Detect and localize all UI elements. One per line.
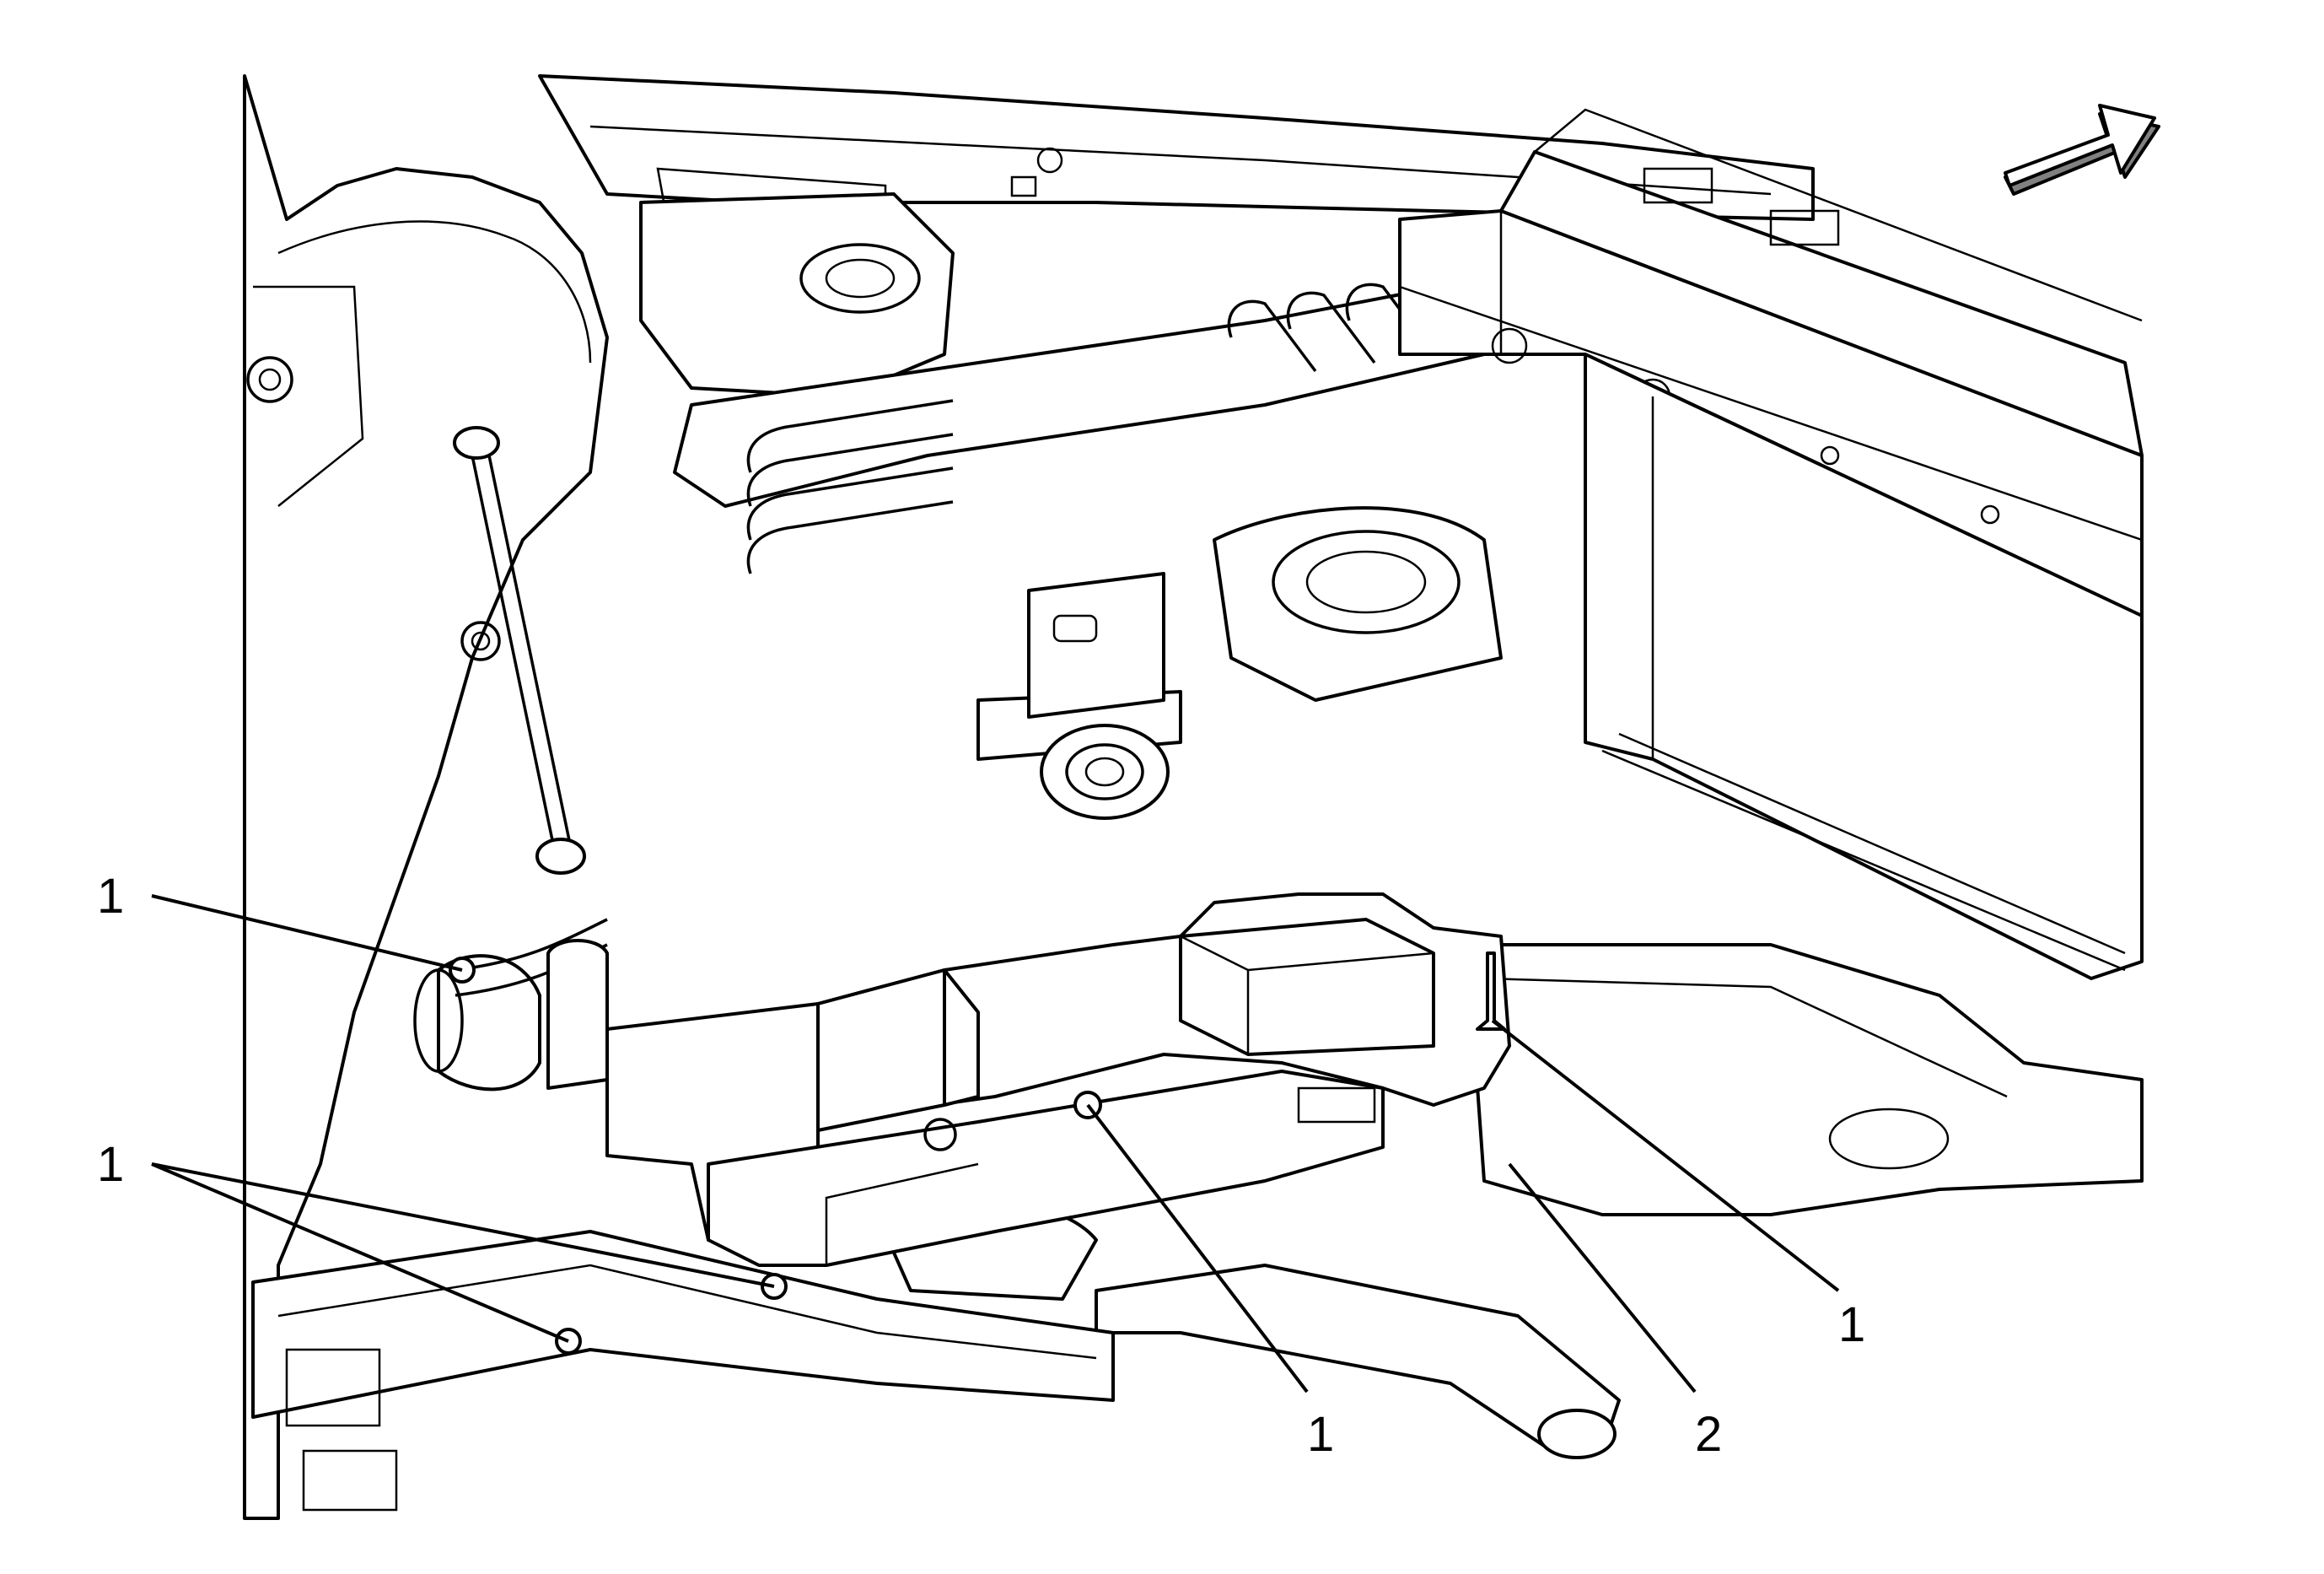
callout-1-right: 1: [1838, 1297, 1865, 1352]
vehicle-structure: [243, 74, 2144, 1520]
air-deflector-shield: [546, 892, 1511, 1267]
callout-labels: 1 1 1 1 2: [97, 869, 1865, 1462]
rail-ribs: [746, 283, 1435, 574]
engine-mount: [976, 572, 1182, 820]
vehicle-front-arrow-icon: [2004, 104, 2160, 196]
callout-1-upper-left: 1: [97, 869, 124, 924]
leader-lines: [151, 894, 1840, 1393]
callout-2-bottom-right: 2: [1695, 1407, 1722, 1462]
callout-1-lower-left: 1: [97, 1137, 124, 1192]
callout-1-bottom-center: 1: [1307, 1407, 1334, 1462]
stabilizer-link: [453, 426, 586, 875]
